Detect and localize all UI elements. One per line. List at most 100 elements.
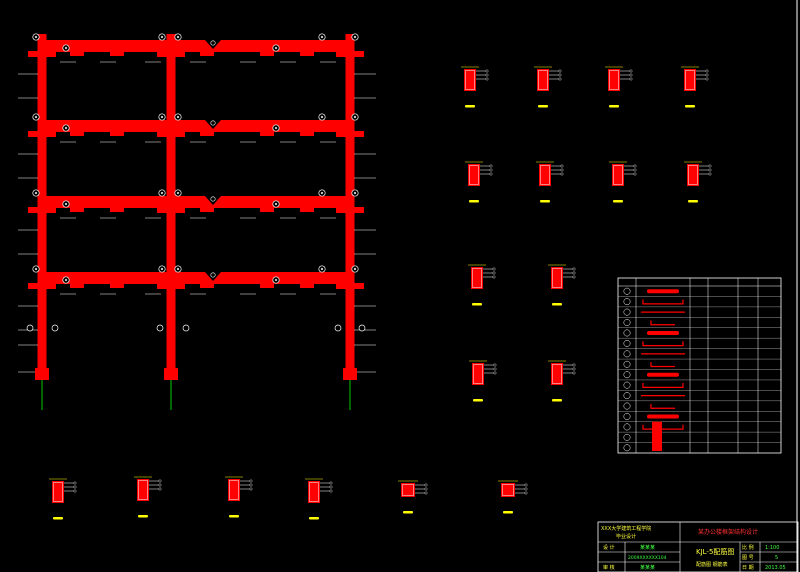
title-block: XXX大学建筑工程学院 毕业设计 某办公楼框架结构设计 KJL-5配筋图 配筋图…: [597, 521, 799, 572]
section-leader-dot: [705, 77, 709, 81]
beam-rebar-block: [70, 51, 84, 56]
section-label-bar: [138, 515, 148, 518]
beam-haunch: [28, 207, 56, 213]
section-leader-dot: [572, 275, 576, 279]
section-concrete: [608, 69, 620, 91]
section-marker-dot: [275, 203, 277, 205]
beam-section: [534, 66, 562, 108]
section-marker-dot: [35, 192, 37, 194]
beam-section: [398, 480, 428, 514]
section-leader-dot: [492, 275, 496, 279]
section-concrete: [52, 481, 64, 503]
section-label-bar: [53, 517, 63, 520]
section-stirrup: [309, 482, 319, 502]
beam-section: [461, 66, 489, 108]
beam-haunch: [336, 207, 364, 213]
section-concrete: [228, 479, 240, 501]
rebar-shape: [647, 372, 679, 377]
table-row-marker: [623, 287, 631, 295]
table-row-marker: [623, 392, 631, 400]
section-leader-dot: [493, 371, 497, 375]
beam-notch-circle: [210, 272, 216, 278]
section-stirrup: [609, 70, 619, 90]
section-stirrup: [540, 165, 550, 185]
beam-rebar-block: [260, 131, 274, 136]
beam-rebar-block: [260, 207, 274, 212]
table-row-marker: [623, 308, 631, 316]
section-marker-circle: [334, 324, 342, 332]
rebar-shape: [650, 320, 675, 326]
frame-elevation: [18, 33, 376, 410]
column-base: [35, 368, 49, 380]
beam-rebar-block: [70, 131, 84, 136]
section-marker-dot: [65, 203, 67, 205]
beam-section: [469, 360, 497, 402]
section-concrete: [471, 267, 483, 289]
beam-haunch: [28, 51, 56, 57]
section-marker-dot: [65, 47, 67, 49]
tb-sheet-label: 图 号: [742, 555, 754, 561]
beam-rebar-block: [200, 283, 214, 288]
beam-rebar-block: [300, 207, 314, 212]
tb-checker-name: 某某某: [640, 565, 655, 571]
beam-rebar-block: [110, 131, 124, 136]
beam-rebar-block: [200, 207, 214, 212]
section-concrete: [137, 479, 149, 501]
section-leader-dot: [558, 77, 562, 81]
section-leader-dot: [158, 487, 162, 491]
table-row-marker: [623, 413, 631, 420]
title-block-border: [597, 521, 799, 572]
table-row-marker: [623, 381, 631, 389]
frame-beam: [37, 272, 355, 284]
section-leader-dot: [492, 267, 496, 271]
section-label-bar: [609, 105, 619, 108]
section-leader-dot: [708, 164, 712, 168]
section-concrete: [612, 164, 624, 186]
beam-haunch: [157, 207, 185, 213]
section-marker-dot: [354, 36, 356, 38]
section-stirrup: [473, 364, 483, 384]
section-label-bar: [538, 105, 548, 108]
section-marker-dot: [161, 116, 163, 118]
section-label-bar: [688, 200, 698, 203]
beam-haunch: [336, 51, 364, 57]
section-leader-dot: [73, 489, 77, 493]
beam-section: [49, 478, 77, 520]
section-label-bar: [552, 303, 562, 306]
section-label-bar: [229, 515, 239, 518]
beam-section: [225, 476, 253, 518]
section-leader-dot: [493, 363, 497, 367]
section-leader-dot: [708, 172, 712, 176]
section-stirrup: [552, 268, 562, 288]
section-leader-dot: [708, 168, 712, 172]
rebar-shape: [650, 362, 675, 368]
section-label-bar: [540, 200, 550, 203]
section-concrete: [551, 267, 563, 289]
table-row-marker: [623, 360, 631, 368]
beam-section: [465, 161, 493, 203]
section-concrete: [501, 483, 515, 497]
tb-date-label: 日 期: [742, 565, 754, 571]
section-concrete: [684, 69, 696, 91]
section-leader-dot: [249, 483, 253, 487]
beam-notch: [205, 40, 221, 49]
section-marker-dot: [354, 192, 356, 194]
rebar-shape: [642, 382, 684, 388]
beam-haunch: [336, 131, 364, 137]
section-leader-dot: [524, 483, 528, 487]
table-row-marker: [623, 433, 631, 441]
section-marker-dot: [321, 36, 323, 38]
beam-rebar-block: [200, 51, 214, 56]
section-marker-dot: [275, 279, 277, 281]
beam-rebar-block: [70, 283, 84, 288]
tb-checker-label: 审 核: [603, 564, 615, 571]
section-leader-dot: [560, 164, 564, 168]
tb-drawing-name: KJL-5配筋图: [696, 547, 734, 556]
section-marker-dot: [354, 268, 356, 270]
rebar-stirrup-block: [652, 421, 662, 451]
section-label-bar: [469, 200, 479, 203]
section-leader-dot: [705, 73, 709, 77]
beam-rebar-block: [300, 283, 314, 288]
section-marker-circle: [358, 324, 366, 332]
beam-haunch: [157, 131, 185, 137]
